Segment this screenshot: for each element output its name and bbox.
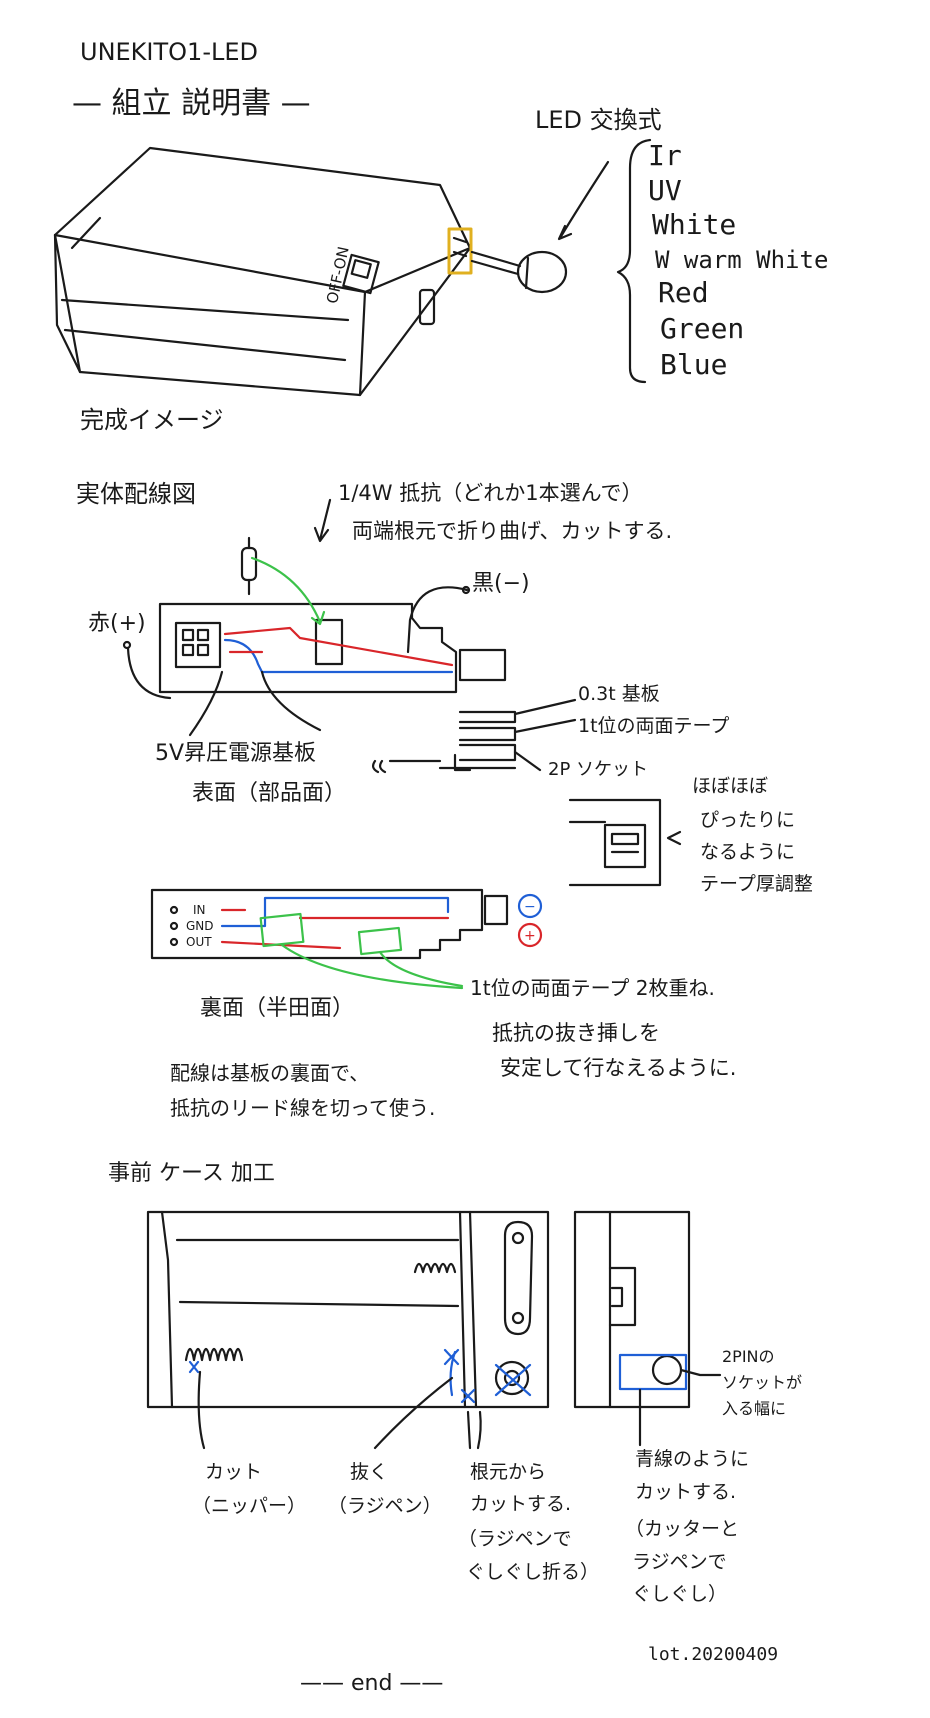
- layer-3-label: 2P ソケット: [548, 759, 648, 780]
- tape-note: 1t位の両面テープ 2枚重ね.: [470, 976, 715, 1000]
- cut-label-2: （ニッパー）: [192, 1495, 306, 1517]
- root-label-3: （ラジペンで: [458, 1528, 572, 1550]
- case-work-title: 事前 ケース 加工: [108, 1161, 275, 1186]
- switch-label: OFF-ON: [323, 245, 353, 305]
- fit-note-1: ほぼほぼ: [692, 775, 768, 797]
- plus-mark: +: [524, 928, 536, 944]
- pin-in: IN: [193, 903, 206, 917]
- board-label-2: 表面（部品面）: [192, 781, 346, 806]
- doc-title: — 組立 説明書 —: [72, 86, 311, 121]
- pin-out: OUT: [186, 935, 212, 949]
- led-option-white: White: [652, 208, 736, 241]
- wire-red-front: [223, 626, 454, 667]
- resistor-note-2: 両端根元で折り曲げ、カットする.: [352, 519, 672, 543]
- minus-mark: −: [524, 899, 536, 915]
- case-side-drawing: [573, 1210, 691, 1409]
- tape-green-2: [357, 926, 403, 956]
- socket-note-3: 入る幅に: [722, 1399, 786, 1418]
- led-option-green: Green: [660, 312, 744, 345]
- fit-note-4: テープ厚調整: [700, 873, 813, 895]
- root-label-4: ぐしぐし折る）: [466, 1561, 599, 1583]
- blue-note-3: （カッターと: [625, 1518, 739, 1540]
- blue-note-4: ラジペンで: [632, 1551, 727, 1573]
- wiring-title: 実体配線図: [76, 480, 196, 508]
- back-board-drawing: [150, 888, 509, 960]
- led-option-uv: UV: [648, 174, 682, 207]
- end-text: —— end ——: [300, 1671, 443, 1696]
- tape-green-1: [259, 912, 305, 948]
- layer-1-label: 0.3t 基板: [578, 683, 660, 705]
- blue-note-2: カットする.: [635, 1481, 736, 1503]
- product-name: UNEKITO1-LED: [80, 38, 258, 66]
- layer-stack-drawing: [371, 698, 577, 774]
- wire-blue-front: [223, 638, 454, 674]
- layer-2-label: 1t位の両面テープ: [578, 715, 729, 737]
- led-heading: LED 交換式: [535, 106, 662, 134]
- stability-note-2: 安定して行なえるように.: [500, 1056, 736, 1080]
- fit-detail-drawing: [568, 798, 682, 887]
- pull-label-2: （ラジペン）: [328, 1495, 442, 1517]
- blue-note-1: 青線のように: [635, 1448, 749, 1470]
- led-pointer-arrow: [558, 160, 610, 240]
- root-label-1: 根元から: [470, 1461, 546, 1483]
- black-label: 黒(−): [472, 571, 530, 596]
- cut-mark-blue: [188, 1348, 532, 1404]
- front-board-drawing: [158, 536, 507, 694]
- pull-label-1: 抜く: [350, 1461, 388, 1483]
- cut-label-1: カット: [205, 1461, 262, 1483]
- led-option-blue: Blue: [660, 348, 727, 381]
- stability-note-1: 抵抗の抜き挿しを: [492, 1021, 660, 1045]
- text-layer: UNEKITO1-LED — 組立 説明書 — LED 交換式 Ir UV Wh…: [72, 38, 828, 1696]
- finished-box-drawing: [53, 146, 568, 397]
- pin-gnd: GND: [186, 919, 214, 933]
- fit-note-2: ぴったりに: [700, 809, 795, 831]
- back-label: 裏面（半田面）: [200, 996, 354, 1021]
- socket-note-1: 2PINの: [722, 1347, 775, 1366]
- resistor-note-1: 1/4W 抵抗（どれか1本選んで）: [338, 481, 643, 505]
- wire-blue-back: [220, 896, 450, 928]
- red-label: 赤(+): [88, 611, 146, 636]
- wire-green-resistor: [250, 556, 322, 624]
- led-option-red: Red: [658, 276, 709, 309]
- led-option-ir: Ir: [648, 139, 682, 172]
- led-option-warm-white: W warm White: [655, 246, 828, 274]
- fit-note-3: なるように: [700, 841, 795, 863]
- lead-note-1: 配線は基板の裏面で、: [170, 1061, 369, 1085]
- blue-note-5: ぐしぐし）: [632, 1583, 727, 1605]
- finished-caption: 完成イメージ: [80, 406, 224, 434]
- case-inner-drawing: [146, 1210, 550, 1409]
- board-label-1: 5V昇圧電源基板: [155, 741, 316, 766]
- socket-note-2: ソケットが: [722, 1373, 802, 1392]
- led-options-brace: [616, 138, 652, 384]
- wire-red-back-2: [220, 916, 450, 950]
- lot-number: lot.20200409: [648, 1644, 778, 1665]
- root-label-2: カットする.: [470, 1493, 571, 1515]
- lead-note-2: 抵抗のリード線を切って使う.: [170, 1096, 435, 1120]
